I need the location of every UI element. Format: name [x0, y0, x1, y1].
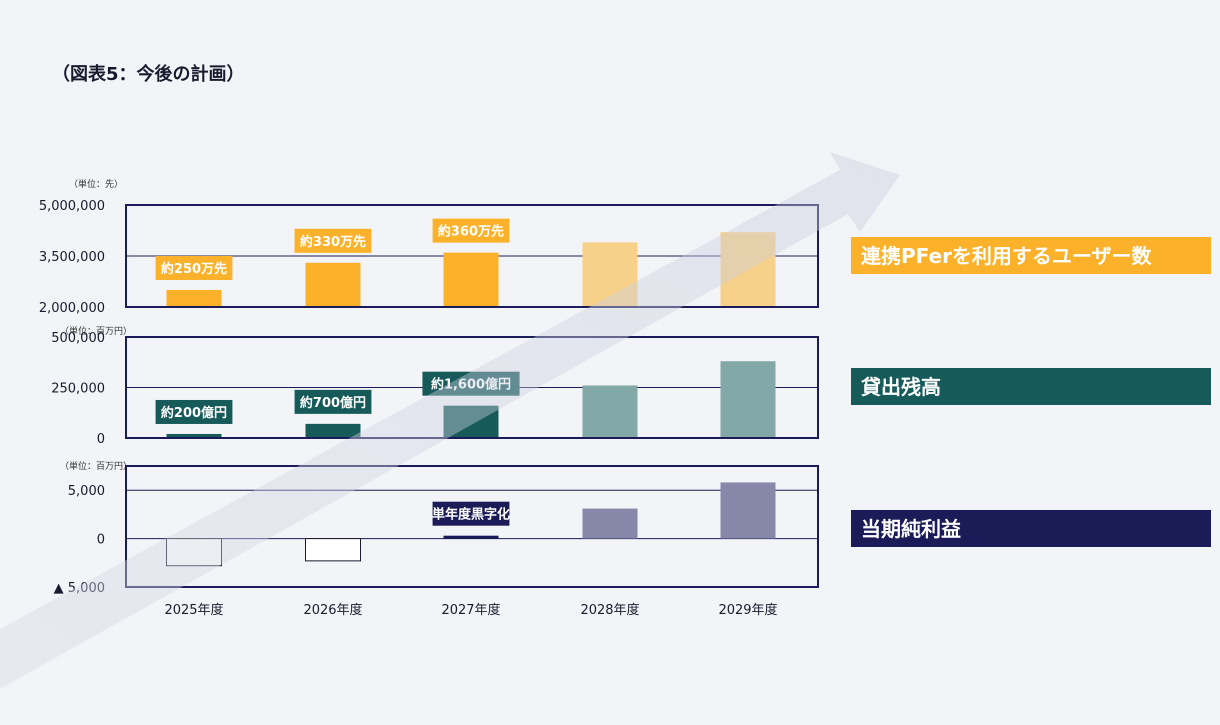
bar-label-box — [432, 501, 510, 526]
bar-label-box — [294, 228, 372, 253]
bar — [443, 535, 499, 539]
panel-frame — [125, 204, 819, 308]
bar — [443, 252, 499, 307]
growth-arrow — [0, 152, 900, 689]
bar — [305, 538, 361, 562]
x-tick-label: 2025年度 — [164, 602, 223, 618]
bar-label: 約360万先 — [438, 224, 504, 240]
bar-label-box — [155, 399, 233, 424]
bar — [305, 423, 361, 438]
series-label-box — [851, 368, 1211, 405]
bar — [582, 385, 638, 438]
y-tick-label: 250,000 — [51, 382, 105, 397]
bar-label: 単年度黒字化 — [432, 507, 510, 523]
bar-label-box — [155, 256, 233, 280]
y-tick-label: 0 — [97, 432, 105, 447]
x-tick-label: 2029年度 — [718, 602, 777, 618]
unit-label: （単位：百万円） — [60, 460, 132, 472]
bar-label-box — [294, 389, 372, 414]
panel-frame — [125, 336, 819, 439]
bar — [305, 262, 361, 307]
series-label-box — [851, 510, 1211, 547]
bar-label-box — [432, 218, 510, 243]
series-label-box — [851, 237, 1211, 274]
unit-label: （単位：先） — [69, 178, 123, 190]
x-tick-label: 2028年度 — [580, 602, 639, 618]
y-tick-label: 5,000,000 — [39, 199, 105, 214]
bar — [720, 482, 776, 539]
bar — [720, 361, 776, 438]
unit-label: （単位：百万円） — [60, 325, 132, 337]
y-tick-label: 3,500,000 — [39, 250, 105, 265]
bar — [166, 290, 222, 307]
series-label: 当期純利益 — [861, 517, 961, 541]
y-tick-label: 500,000 — [51, 331, 105, 346]
y-tick-label: 5,000 — [68, 484, 105, 499]
y-tick-label: 2,000,000 — [39, 301, 105, 316]
series-label: 貸出残高 — [860, 375, 941, 399]
bar-label: 約200億円 — [161, 405, 227, 421]
bar-label: 約700億円 — [300, 395, 366, 411]
bar — [582, 508, 638, 539]
x-tick-label: 2027年度 — [441, 602, 500, 618]
x-tick-label: 2026年度 — [303, 602, 362, 618]
y-tick-label: 0 — [97, 533, 105, 548]
panel-frame — [125, 465, 819, 588]
series-label: 連携PFerを利用するユーザー数 — [861, 244, 1153, 268]
bar — [166, 433, 222, 438]
bar-label: 約330万先 — [300, 234, 366, 250]
bar-label: 約250万先 — [161, 261, 227, 277]
page-title: （図表5：今後の計画） — [52, 64, 245, 85]
